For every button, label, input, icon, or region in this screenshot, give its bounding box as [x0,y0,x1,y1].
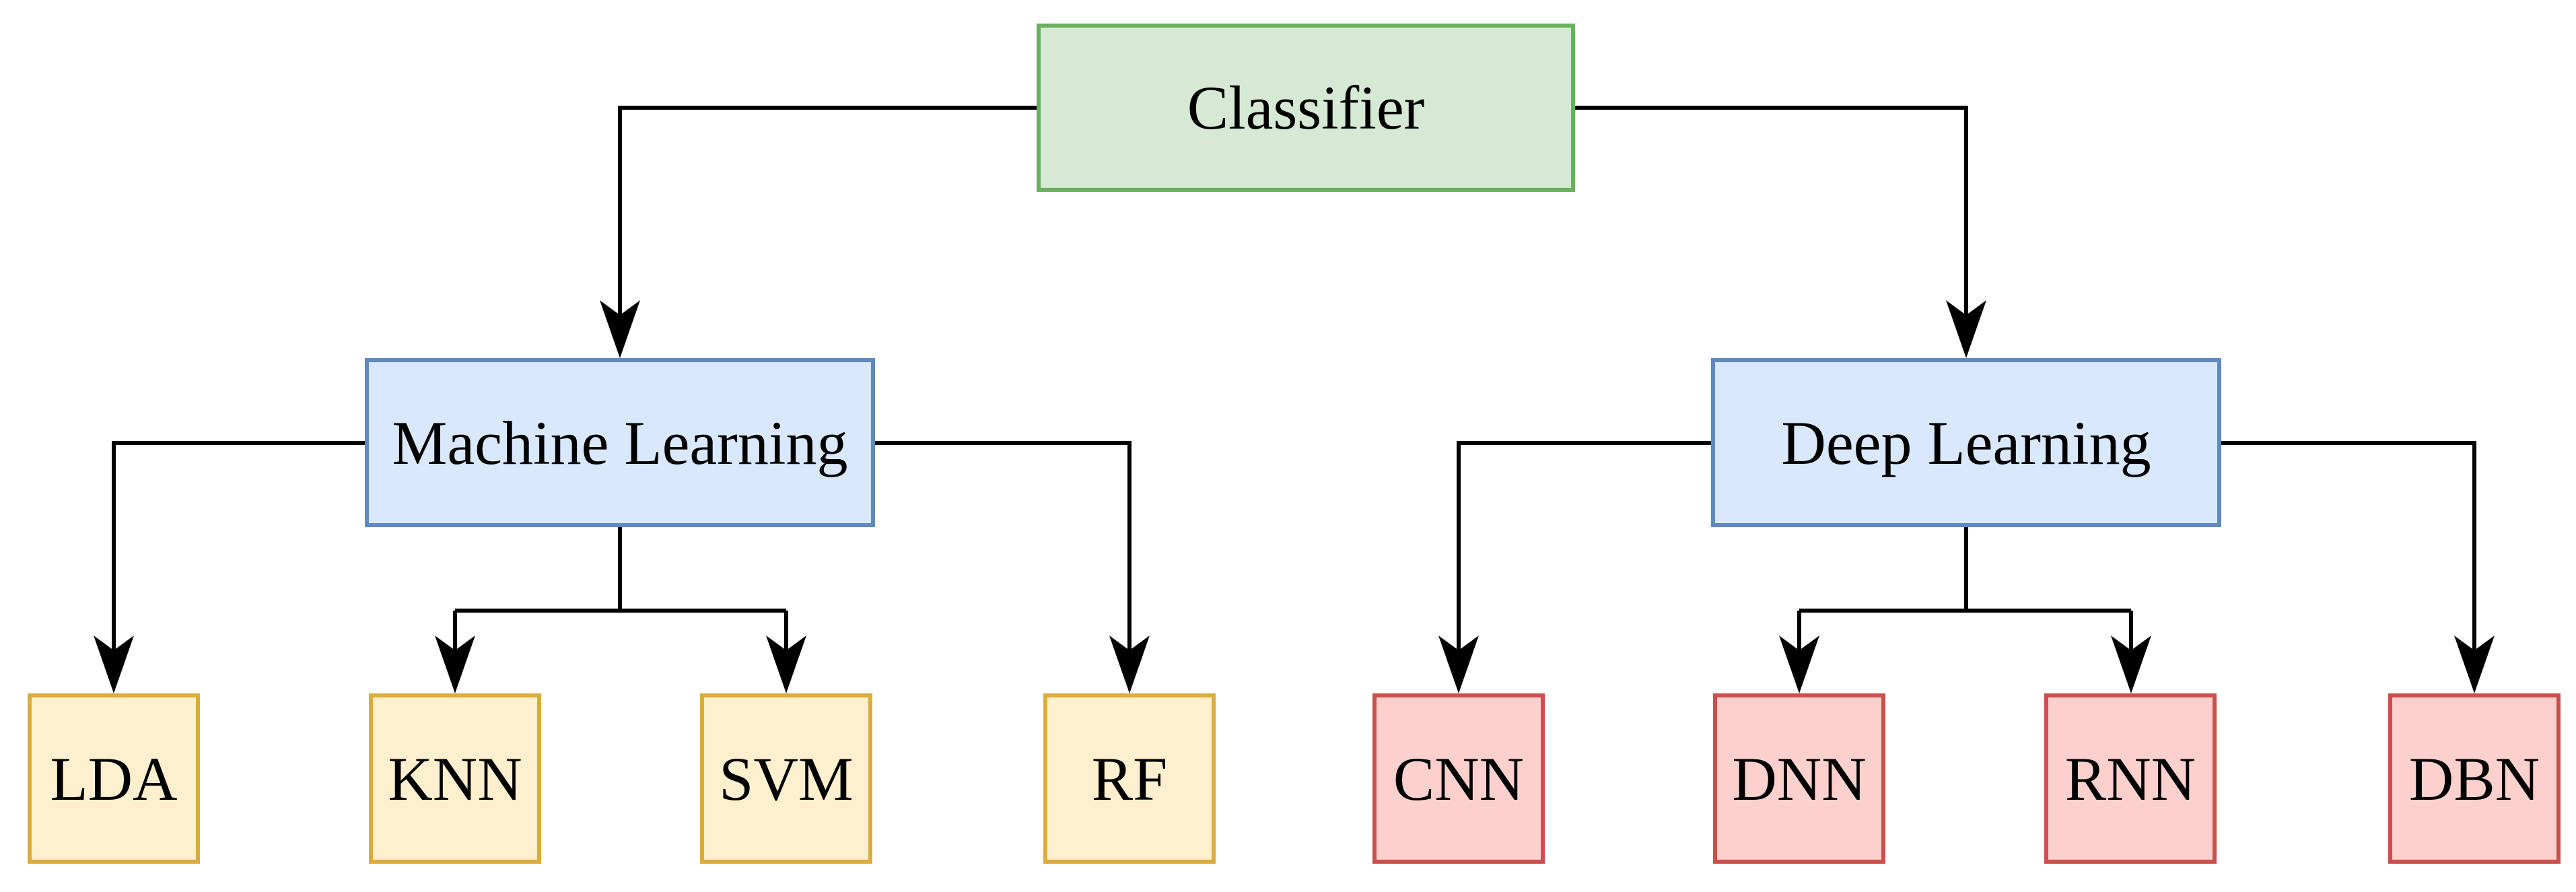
node-knn-label: KNN [388,744,522,813]
node-deep-learning: Deep Learning [1711,358,2221,527]
edge-machine-learning-to-rf [875,441,1150,693]
node-rnn: RNN [2044,693,2217,864]
node-machine-learning-label: Machine Learning [392,408,848,477]
node-dbn: DBN [2388,693,2561,864]
arrowhead-down-icon [94,636,134,693]
edge-deep-learning-to-dnn-rnn [1779,527,2151,693]
arrowhead-down-icon [1438,636,1479,693]
node-machine-learning: Machine Learning [365,358,875,527]
node-rf: RF [1043,693,1216,864]
node-dnn: DNN [1713,693,1885,864]
edge-machine-learning-to-lda [94,441,365,693]
node-cnn: CNN [1372,693,1545,864]
edge-classifier-to-machine-learning [600,106,1037,358]
node-dbn-label: DBN [2408,744,2540,813]
arrowhead-down-icon [1109,636,1150,693]
node-rf-label: RF [1091,744,1168,813]
node-dnn-label: DNN [1732,744,1867,813]
node-svm: SVM [700,693,872,864]
edge-classifier-to-deep-learning [1575,106,1986,358]
node-deep-learning-label: Deep Learning [1781,408,2151,477]
node-knn: KNN [369,693,541,864]
edge-deep-learning-to-dbn [2221,441,2495,693]
node-rnn-label: RNN [2064,744,2196,813]
arrowhead-down-icon [600,300,640,358]
node-classifier: Classifier [1037,24,1575,192]
arrowhead-down-icon [1779,636,1819,693]
arrowhead-down-icon [2111,636,2151,693]
node-classifier-label: Classifier [1187,73,1425,142]
node-svm-label: SVM [719,744,854,813]
edge-deep-learning-to-cnn [1438,441,1711,693]
node-cnn-label: CNN [1393,744,1525,813]
node-lda: LDA [28,693,200,864]
arrowhead-down-icon [435,636,475,693]
arrowhead-down-icon [2454,636,2495,693]
node-lda-label: LDA [50,744,178,813]
arrowhead-down-icon [1946,300,1986,358]
arrowhead-down-icon [766,636,806,693]
edge-machine-learning-to-knn-svm [435,527,806,693]
